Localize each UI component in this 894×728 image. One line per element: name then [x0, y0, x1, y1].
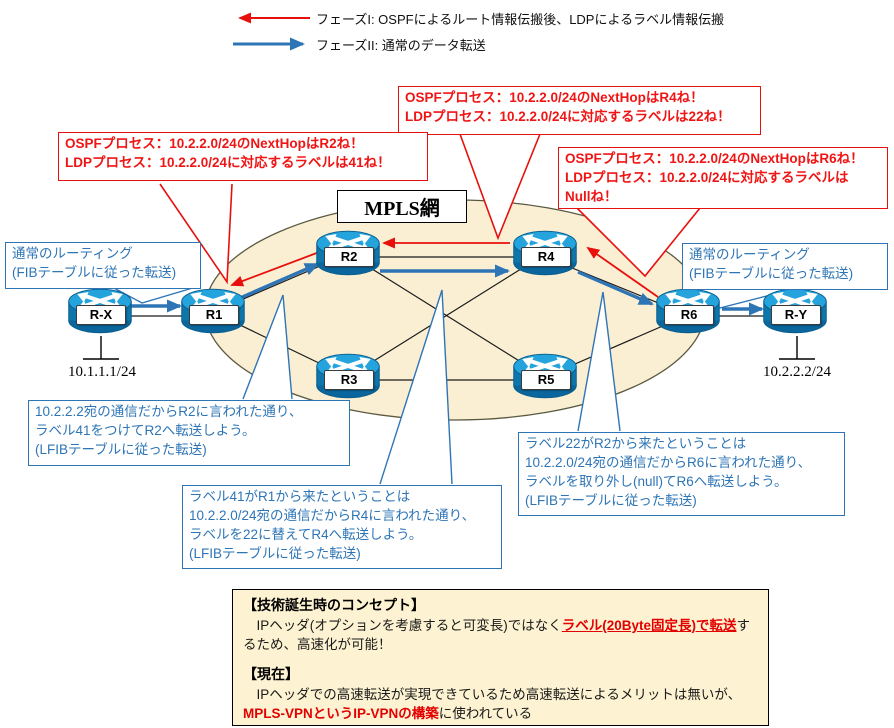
router-label-ry: R-Y	[771, 305, 821, 325]
router-label-r4: R4	[521, 247, 571, 267]
lan-right-ip-label: 10.2.2.2/24	[763, 364, 831, 380]
red-arrow-r2-to-r1	[230, 250, 323, 287]
concept-note-box: 【技術誕生時のコンセプト】 IPヘッダ(オプションを考慮すると可変長)ではなくラ…	[232, 589, 769, 726]
phase1-arrows	[230, 237, 659, 298]
note-heading-concept: 【技術誕生時のコンセプト】	[243, 597, 425, 613]
callout-lfib-r2: ラベル41がR1から来たということは 10.2.2.0/24宛の通信だからR4に…	[182, 485, 502, 569]
note-p1-pre: IPヘッダ(オプションを考慮すると可変長)ではなく	[243, 617, 562, 633]
tail-red-left	[159, 183, 233, 285]
tail-red-right	[576, 207, 701, 278]
router-label-r2: R2	[324, 247, 374, 267]
blue-arrow-r1-to-r2	[239, 262, 320, 300]
mpls-cloud-label: MPLS網	[337, 190, 467, 223]
note-heading-present: 【現在】	[243, 666, 299, 683]
router-label-rx: R-X	[76, 305, 126, 325]
link-r3-r4	[347, 253, 546, 378]
router-label-r5: R5	[521, 370, 571, 390]
callout-lfib-r4: ラベル22がR2から来たということは 10.2.2.0/24宛の通信だからR6に…	[518, 432, 845, 516]
callout-ospf-ldp-r6: OSPFプロセス：10.2.2.0/24のNextHopはR6ね！ LDPプロセ…	[558, 147, 888, 209]
blue-arrow-r4-to-r6	[577, 270, 654, 306]
lan-segments	[83, 336, 815, 360]
legend-phase2-label: フェーズII: 通常のデータ転送	[316, 38, 486, 53]
lan-left-ip-label: 10.1.1.1/24	[68, 364, 136, 380]
callout-lfib-r1: 10.2.2.2宛の通信だからR2に言われた通り、 ラベル41をつけてR2へ転送…	[28, 400, 350, 466]
callout-routing-right: 通常のルーティング (FIBテーブルに従った転送)	[682, 243, 888, 290]
callout-tails	[111, 133, 787, 485]
callout-ospf-ldp-r4: OSPFプロセス：10.2.2.0/24のNextHopはR4ね！ LDPプロセ…	[398, 86, 761, 135]
router-label-r1: R1	[189, 305, 239, 325]
note-paragraph-concept: IPヘッダ(オプションを考慮すると可変長)ではなくラベル(20Byte固定長)で…	[243, 616, 758, 654]
phase2-arrows	[130, 262, 764, 316]
note-p2-pre: IPヘッダでの高速転送が実現できているため高速転送によるメリットは無いが、	[243, 687, 742, 703]
tail-blue-r4	[577, 291, 621, 432]
legend-phase1-label: フェーズI: OSPFによるルート情報伝搬後、LDPによるラベル情報伝搬	[316, 12, 725, 27]
red-arrow-r6-to-r4	[586, 246, 659, 298]
router-label-r6: R6	[664, 305, 714, 325]
tail-red-top	[459, 133, 541, 241]
tail-blue-r1	[242, 294, 293, 400]
router-label-r3: R3	[324, 370, 374, 390]
callout-routing-left: 通常のルーティング (FIBテーブルに従った転送)	[5, 242, 201, 289]
note-p2-emphasis: MPLS-VPNというIP-VPNの構築	[243, 706, 439, 722]
note-paragraph-present: IPヘッダでの高速転送が実現できているため高速転送によるメリットは無いが、 MPL…	[243, 685, 758, 723]
note-p2-post: に使われている	[438, 706, 533, 722]
note-p1-emphasis: ラベル(20Byte固定長)で転送	[561, 617, 737, 633]
tail-blue-r2	[379, 289, 453, 485]
callout-ospf-ldp-r2: OSPFプロセス：10.2.2.0/24のNextHopはR2ね！ LDPプロセ…	[58, 132, 428, 181]
note-p1-post: するため、高速化が可能！	[243, 617, 751, 653]
